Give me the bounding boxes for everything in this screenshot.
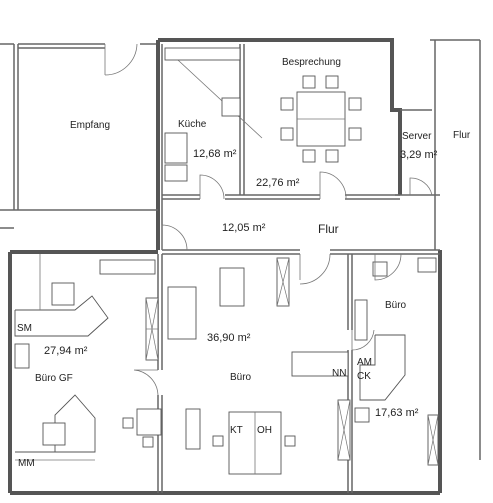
area-kueche: 12,68 m²: [193, 148, 237, 160]
area-buero-right: 17,63 m²: [375, 407, 419, 419]
label-flur: Flur: [318, 222, 339, 236]
label-besprechung: Besprechung: [282, 57, 341, 68]
label-buero-right: Büro: [385, 300, 407, 311]
label-empfang: Empfang: [70, 120, 110, 131]
buero-main-furniture: [122, 257, 349, 475]
label-kueche: Küche: [178, 119, 207, 130]
label-oh: OH: [257, 425, 272, 436]
area-buero-main: 36,90 m²: [207, 332, 251, 344]
buero-right-furniture: [337, 257, 439, 466]
area-server: 3,29 m²: [400, 149, 438, 161]
outer-walls-left: [0, 43, 160, 229]
label-buero-gf: Büro GF: [35, 373, 73, 384]
label-flur-right: Flur: [453, 130, 471, 141]
door-swing-buero-right: [351, 329, 375, 351]
door-swing-buero-gf: [133, 369, 159, 396]
label-sm: SM: [17, 323, 32, 334]
meeting-table: [280, 75, 362, 163]
area-besprechung: 22,76 m²: [256, 177, 300, 189]
inner-walls: [18, 39, 481, 493]
label-server: Server: [402, 131, 432, 142]
door-swing-buero-right-top: [374, 253, 402, 281]
area-buero-gf: 27,94 m²: [44, 345, 88, 357]
door-swing-empfang: [104, 43, 138, 76]
door-swing-flur-left: [161, 224, 188, 251]
door-swing-besprechung: [319, 171, 347, 200]
kitchen-diagonal: [164, 47, 263, 139]
kitchen-furniture: [164, 47, 241, 182]
area-flur: 12,05 m²: [222, 222, 266, 234]
door-swing-kueche: [199, 174, 225, 200]
workstation-labels: SM MM AM CK NN KT OH: [17, 323, 372, 469]
label-kt: KT: [230, 425, 243, 436]
door-swing-flur-main: [299, 253, 331, 285]
door-swing-server: [409, 177, 433, 196]
label-mm: MM: [18, 458, 35, 469]
label-buero-main: Büro: [230, 372, 252, 383]
structural-walls: [8, 38, 442, 495]
label-am: AM: [357, 357, 372, 368]
label-ck: CK: [357, 371, 371, 382]
label-nn: NN: [332, 368, 346, 379]
buero-gf-furniture: [14, 254, 156, 461]
room-labels: Empfang Küche 12,68 m² Besprechung 22,76…: [35, 57, 471, 419]
